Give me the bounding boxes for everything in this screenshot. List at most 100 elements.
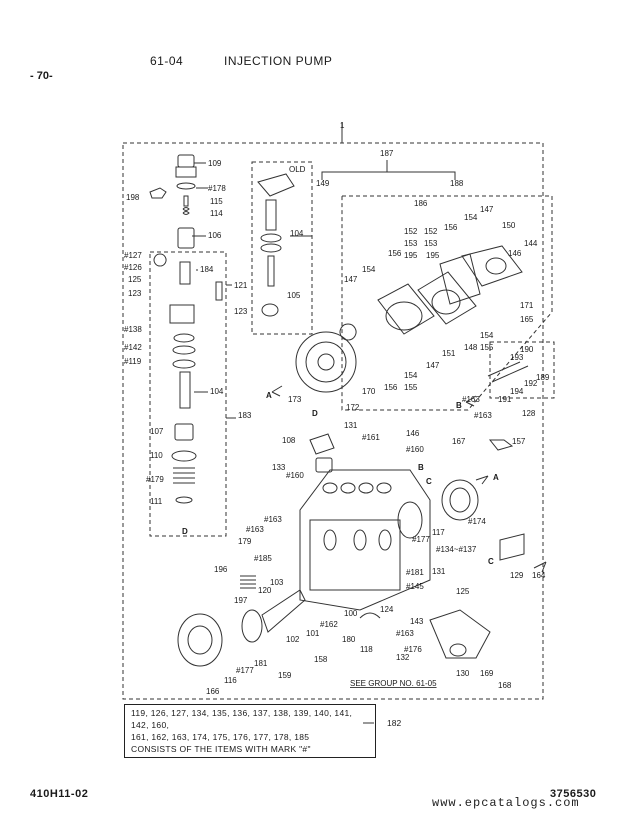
assembly-frame (122, 142, 544, 700)
svg-text:154: 154 (362, 265, 376, 274)
svg-text:110: 110 (150, 451, 163, 460)
svg-text:#178: #178 (208, 184, 226, 193)
svg-text:#179: #179 (146, 475, 164, 484)
svg-text:187: 187 (380, 149, 394, 158)
svg-text:184: 184 (200, 265, 214, 274)
svg-text:1: 1 (340, 121, 345, 130)
svg-text:108: 108 (282, 436, 296, 445)
svg-text:A: A (493, 473, 499, 482)
svg-text:158: 158 (314, 655, 328, 664)
svg-text:154: 154 (464, 213, 478, 222)
svg-text:109: 109 (208, 159, 222, 168)
svg-text:166: 166 (206, 687, 220, 696)
svg-text:172: 172 (346, 403, 360, 412)
svg-text:#127: #127 (124, 251, 142, 260)
svg-text:156: 156 (384, 383, 398, 392)
svg-text:173: 173 (288, 395, 302, 404)
svg-text:128: 128 (522, 409, 536, 418)
svg-text:181: 181 (254, 659, 268, 668)
section-code: 61-04 (150, 54, 184, 68)
svg-text:125: 125 (128, 275, 142, 284)
nozzle-kit-frame (149, 251, 227, 537)
note-line-2: 161, 162, 163, 174, 175, 176, 177, 178, … (131, 732, 310, 742)
svg-text:146: 146 (508, 249, 522, 258)
svg-text:155: 155 (480, 343, 494, 352)
svg-text:103: 103 (270, 578, 284, 587)
svg-text:#174: #174 (468, 517, 486, 526)
svg-text:101: 101 (306, 629, 320, 638)
svg-text:196: 196 (214, 565, 228, 574)
note-line-1: 119, 126, 127, 134, 135, 136, 137, 138, … (131, 708, 353, 730)
svg-text:186: 186 (414, 199, 428, 208)
svg-text:#134~#137: #134~#137 (436, 545, 477, 554)
svg-text:156: 156 (388, 249, 402, 258)
svg-text:180: 180 (342, 635, 356, 644)
svg-text:198: 198 (126, 193, 140, 202)
svg-text:164: 164 (532, 571, 546, 580)
svg-text:129: 129 (510, 571, 524, 580)
svg-text:153: 153 (404, 239, 418, 248)
svg-text:154: 154 (404, 371, 418, 380)
svg-text:#163: #163 (246, 525, 264, 534)
svg-text:#119: #119 (124, 357, 142, 366)
svg-text:120: 120 (258, 586, 272, 595)
svg-text:155: 155 (404, 383, 418, 392)
svg-text:171: 171 (520, 301, 534, 310)
svg-text:168: 168 (498, 681, 512, 690)
svg-text:B: B (456, 401, 462, 410)
svg-text:#163: #163 (474, 411, 492, 420)
svg-text:125: 125 (456, 587, 470, 596)
old-parts-frame (251, 161, 313, 335)
svg-text:146: 146 (406, 429, 420, 438)
svg-text:195: 195 (404, 251, 418, 260)
svg-text:117: 117 (432, 528, 445, 537)
svg-text:#163: #163 (462, 395, 480, 404)
svg-text:#163: #163 (264, 515, 282, 524)
svg-text:157: 157 (512, 437, 526, 446)
svg-text:183: 183 (238, 411, 252, 420)
page-number: - 70- (30, 70, 53, 82)
svg-text:#181: #181 (406, 568, 424, 577)
svg-text:#177: #177 (412, 535, 430, 544)
svg-text:123: 123 (234, 307, 248, 316)
svg-text:#176: #176 (404, 645, 422, 654)
svg-text:194: 194 (510, 387, 524, 396)
svg-text:167: 167 (452, 437, 466, 446)
svg-text:192: 192 (524, 379, 538, 388)
watermark: www.epcatalogs.com (432, 796, 580, 810)
svg-text:150: 150 (502, 221, 516, 230)
fitting-kit-frame (489, 341, 555, 399)
svg-text:102: 102 (286, 635, 300, 644)
svg-text:#145: #145 (406, 582, 424, 591)
svg-text:179: 179 (238, 537, 252, 546)
svg-text:153: 153 (424, 239, 438, 248)
svg-text:143: 143 (410, 617, 424, 626)
svg-text:149: 149 (316, 179, 330, 188)
svg-text:124: 124 (380, 605, 394, 614)
svg-text:130: 130 (456, 669, 470, 678)
svg-text:B: B (418, 463, 424, 472)
svg-text:123: 123 (128, 289, 142, 298)
svg-text:148: 148 (464, 343, 478, 352)
note-line-3: CONSISTS OF THE ITEMS WITH MARK "#" (131, 744, 311, 754)
svg-text:111: 111 (150, 497, 163, 506)
svg-text:152: 152 (404, 227, 418, 236)
svg-text:104: 104 (210, 387, 224, 396)
svg-text:151: 151 (442, 349, 456, 358)
see-group-ref: SEE GROUP NO. 61-05 (350, 679, 437, 688)
svg-text:147: 147 (426, 361, 440, 370)
svg-text:#177: #177 (236, 666, 254, 675)
model-code: 410H11-02 (30, 788, 89, 800)
svg-text:144: 144 (524, 239, 538, 248)
svg-text:154: 154 (480, 331, 494, 340)
svg-text:100: 100 (344, 609, 358, 618)
svg-text:190: 190 (520, 345, 534, 354)
svg-text:188: 188 (450, 179, 464, 188)
svg-text:#185: #185 (254, 554, 272, 563)
svg-text:165: 165 (520, 315, 534, 324)
svg-text:156: 156 (444, 223, 458, 232)
svg-text:#126: #126 (124, 263, 142, 272)
svg-text:195: 195 (426, 251, 440, 260)
svg-text:169: 169 (480, 669, 494, 678)
svg-text:104: 104 (290, 229, 304, 238)
